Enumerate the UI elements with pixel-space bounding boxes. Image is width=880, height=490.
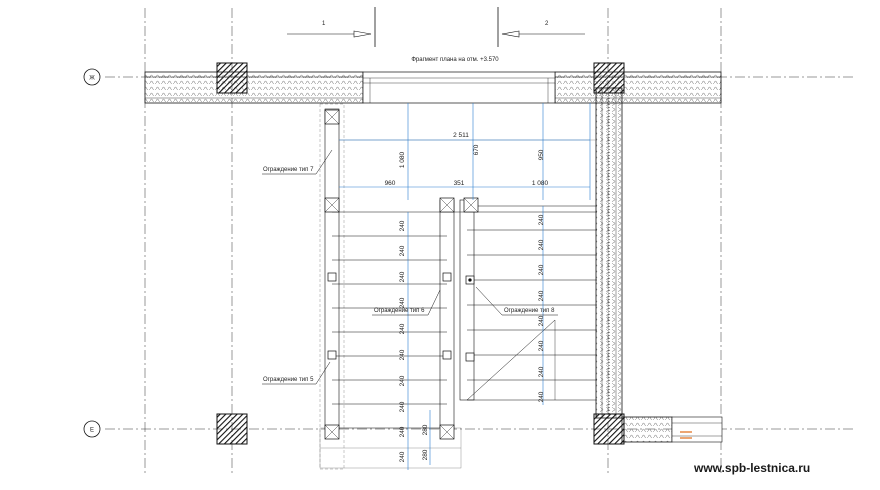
svg-text:Ограждение тип 8: Ограждение тип 8: [504, 308, 555, 314]
callout-railing-type6: Ограждение тип 6: [372, 289, 441, 316]
dimension-vertical-middle: 670: [473, 144, 480, 155]
axis-label-zh: Ж: [89, 76, 95, 82]
svg-text:240: 240: [399, 349, 406, 360]
tread-dimensions-right: 240 240 240 240 240 240 240 240: [538, 214, 545, 402]
svg-text:240: 240: [538, 214, 545, 225]
dimension-lines: [339, 103, 591, 470]
svg-text:240: 240: [399, 401, 406, 412]
right-wall: [595, 87, 623, 419]
section-marker-2: 2: [497, 7, 585, 47]
svg-text:240: 240: [399, 426, 406, 437]
column-top-left: [216, 62, 248, 94]
svg-text:240: 240: [538, 315, 545, 326]
svg-text:240: 240: [399, 375, 406, 386]
dimension-segment-middle: 351: [454, 180, 465, 187]
svg-text:Ограждение тип 7: Ограждение тип 7: [263, 167, 314, 173]
dimension-vertical-left: 1 080: [399, 151, 406, 168]
svg-text:240: 240: [399, 323, 406, 334]
svg-text:240: 240: [538, 290, 545, 301]
svg-text:240: 240: [538, 340, 545, 351]
axis-label-e: Е: [90, 428, 94, 434]
newel-posts: [324, 109, 479, 440]
callout-railing-type8: Ограждение тип 8: [475, 286, 558, 316]
svg-text:240: 240: [399, 451, 406, 462]
staircase: [319, 103, 597, 470]
column-top-right: [593, 62, 625, 94]
column-bottom-left: [216, 413, 248, 445]
axis-marker-e: Е: [83, 420, 101, 438]
top-wall: [144, 71, 722, 104]
svg-text:Ограждение тип 5: Ограждение тип 5: [263, 377, 314, 383]
plan-title: Фрагмент плана на отм. +3.570: [411, 57, 499, 63]
section-marker-1: 1: [287, 7, 376, 47]
svg-text:240: 240: [538, 264, 545, 275]
dimension-segment-left: 960: [385, 180, 396, 187]
axis-marker-zh: Ж: [83, 68, 101, 86]
callout-railing-type7: Ограждение тип 7: [262, 149, 333, 175]
svg-text:240: 240: [538, 366, 545, 377]
svg-text:240: 240: [538, 239, 545, 250]
tread-dimensions-left: 240 240 240 240 240 240 240 240 240 240 …: [399, 220, 429, 462]
svg-text:Ограждение тип 6: Ограждение тип 6: [374, 308, 425, 314]
callout-railing-type5: Ограждение тип 5: [262, 361, 331, 385]
dimension-segment-right: 1 080: [532, 180, 549, 187]
bottom-right-wall: [621, 416, 723, 443]
column-bottom-right: [593, 413, 625, 445]
dimension-overall-width: 2 511: [453, 132, 469, 139]
section-label-1: 1: [322, 21, 326, 27]
svg-text:240: 240: [399, 245, 406, 256]
svg-text:240: 240: [538, 391, 545, 402]
section-label-2: 2: [545, 21, 549, 27]
website-watermark: www.spb-lestnica.ru: [694, 461, 811, 475]
svg-text:240: 240: [399, 220, 406, 231]
svg-text:240: 240: [399, 271, 406, 282]
svg-text:280: 280: [422, 424, 429, 435]
structural-columns: [216, 62, 625, 445]
svg-text:280: 280: [422, 449, 429, 460]
svg-text:240: 240: [399, 297, 406, 308]
dimension-vertical-right: 950: [538, 149, 545, 160]
